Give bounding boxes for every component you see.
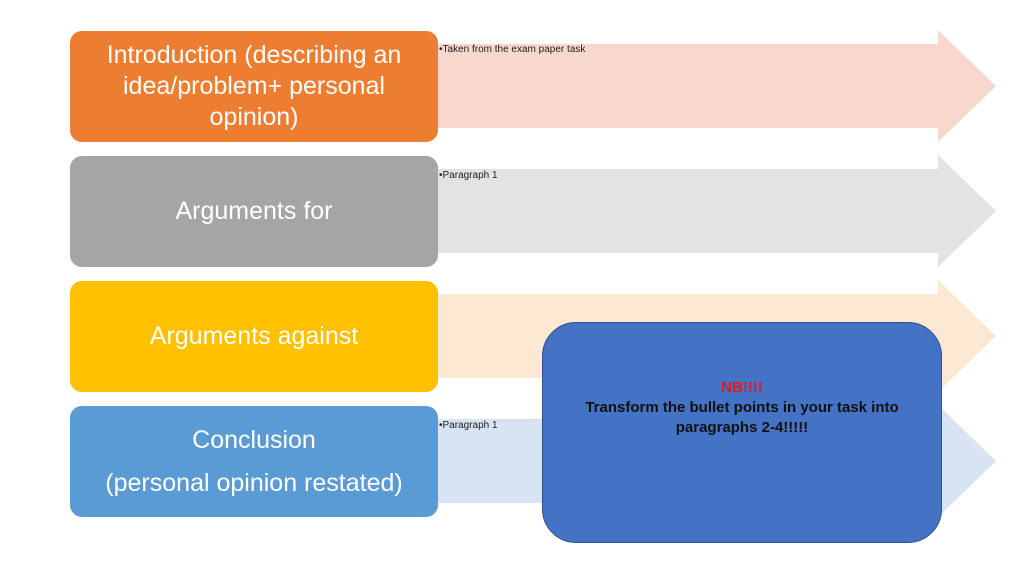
bullet-arguments-for: •Paragraph 1 <box>439 170 498 181</box>
label-arguments-for: Arguments for <box>70 156 438 267</box>
label-introduction-text: Introduction (describing an idea/problem… <box>106 41 402 131</box>
arrow-intro <box>438 30 996 142</box>
note-alert: NB!!!! <box>721 378 763 396</box>
label-arguments-against-text: Arguments against <box>149 322 359 350</box>
label-conclusion-subtext: (personal opinion restated) <box>105 468 403 497</box>
note-message: Transform the bullet points in your task… <box>585 398 899 436</box>
label-arguments-against: Arguments against <box>70 281 438 392</box>
bullet-introduction: •Taken from the exam paper task <box>439 44 586 55</box>
label-introduction: Introduction (describing an idea/problem… <box>70 31 438 142</box>
note-box: NB!!!! Transform the bullet points in yo… <box>542 322 942 543</box>
label-conclusion-text: Conclusion <box>192 425 316 454</box>
label-arguments-for-text: Arguments for <box>175 197 333 225</box>
arrow-for <box>438 155 996 267</box>
label-conclusion: Conclusion (personal opinion restated) <box>70 406 438 517</box>
bullet-conclusion: •Paragraph 1 <box>439 420 498 431</box>
